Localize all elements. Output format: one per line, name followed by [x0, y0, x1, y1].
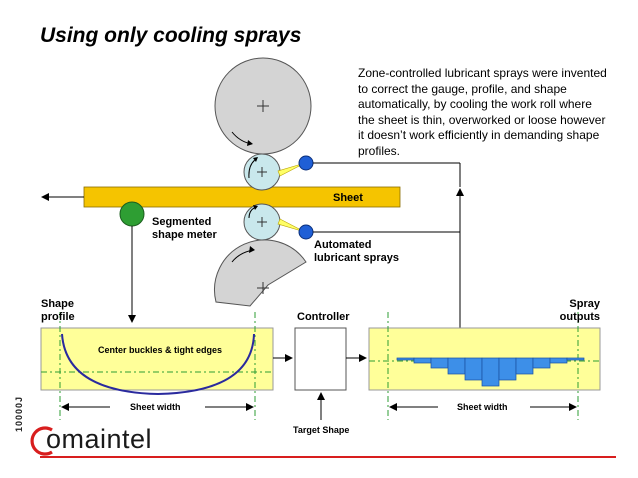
controller-label: Controller: [297, 311, 350, 323]
slide-title: Using only cooling sprays: [40, 24, 302, 47]
spray-outputs-label-line2: outputs: [559, 311, 600, 323]
spray-output-bar: [413, 357, 432, 364]
target-shape-label: Target Shape: [293, 425, 350, 435]
logo-wordmark: omaintel: [46, 424, 153, 454]
spray-outputs-label-line1: Spray: [569, 298, 600, 310]
shape-meter-label-line1: Segmented: [152, 216, 212, 228]
shape-profile-label-line1: Shape: [41, 298, 75, 310]
bottom-backup-roll: [214, 239, 307, 307]
shape-profile-label-line2: profile: [41, 311, 75, 323]
logo-side-text: 10000J: [14, 395, 24, 432]
spray-output-bar: [396, 357, 415, 361]
spray-output-bar: [532, 357, 551, 369]
sheet-width-label-left: Sheet width: [130, 402, 181, 412]
spray-output-bar: [566, 357, 585, 361]
sheet-width-label-right: Sheet width: [457, 402, 508, 412]
sprays-label-line1: Automated: [314, 239, 372, 251]
sheet-label: Sheet: [333, 192, 363, 204]
spray-output-bar: [549, 357, 568, 364]
center-buckles-label: Center buckles & tight edges: [98, 345, 223, 355]
logo-c-icon: [30, 426, 53, 456]
spray-output-bar: [515, 357, 534, 375]
sprays-label-line2: lubricant sprays: [314, 252, 399, 264]
spray-output-bar: [481, 357, 500, 387]
shape-profile-curve: [61, 333, 255, 396]
controller-box: [294, 327, 347, 391]
spray-output-bar: [430, 357, 449, 369]
bottom-work-roll: [243, 203, 281, 241]
spray-output-bar: [447, 357, 466, 375]
bottom-spray-nozzle: [298, 224, 314, 240]
spray-output-bar: [498, 357, 517, 381]
shape-profile-panel: [40, 327, 274, 391]
top-work-roll: [243, 153, 281, 191]
shape-meter-label-line2: shape meter: [152, 229, 217, 241]
top-backup-roll: [214, 57, 312, 155]
spray-output-bars: [396, 357, 585, 387]
shape-meter-roll: [119, 201, 145, 227]
description-text: Zone-controlled lubricant sprays were in…: [358, 66, 607, 158]
spray-output-bar: [464, 357, 483, 381]
top-spray-nozzle: [298, 155, 314, 171]
